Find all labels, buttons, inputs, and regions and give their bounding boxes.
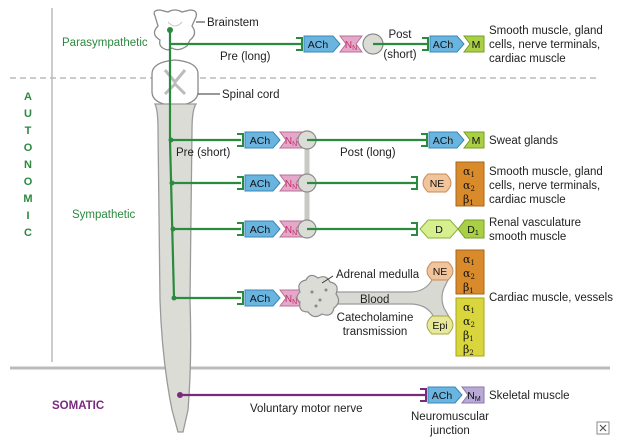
nmj-label-2: junction [429,425,470,437]
post-long-label: Post (long) [340,147,396,159]
svg-text:(short): (short) [383,49,416,61]
muscarinic-receptor-para [463,35,485,53]
svg-text:T: T [25,125,32,137]
muscarinic-receptor-sweat [463,131,485,149]
somatic-label: SOMATIC [52,400,104,412]
svg-text:M: M [23,193,32,205]
brainstem-shape [153,9,198,51]
svg-text:NN: NN [285,294,297,306]
para-target-line2: cells, nerve terminals, [489,39,600,51]
symp-target-line1: Smooth muscle, gland [489,166,603,178]
svg-text:ACh: ACh [433,135,454,147]
svg-text:α1: α1 [463,253,475,267]
svg-text:NN: NN [345,40,357,52]
svg-text:N: N [24,159,32,171]
adrenal-medulla-cell [296,274,340,318]
autonomic-label: A U T O N O M I C [23,91,32,239]
epi-badge [426,315,454,335]
svg-text:β1: β1 [463,329,474,343]
cardiac-vessels-label: Cardiac muscle, vessels [489,292,613,304]
svg-text:β1: β1 [463,193,474,207]
svg-text:Epi: Epi [432,320,447,332]
ach-badge-sweat-target [428,131,465,149]
svg-text:NE: NE [433,266,448,278]
svg-text:ACh: ACh [250,135,271,147]
brainstem-label: Brainstem [207,17,259,29]
svg-text:M: M [472,135,481,147]
svg-text:D: D [435,224,443,236]
svg-text:NN: NN [285,179,297,191]
svg-text:D1: D1 [467,224,479,237]
para-target-line3: cardiac muscle [489,53,566,65]
d1-receptor [457,219,485,239]
ach-badge-renal-ganglion [244,220,281,238]
ach-badge-para-ganglion [303,35,341,53]
blood-label: Blood [360,294,389,306]
nn-receptor-para [339,35,363,53]
catecholamine-label-2: transmission [343,326,408,338]
svg-text:α2: α2 [463,315,475,329]
alpha-beta-receptor-3 [455,297,485,357]
svg-text:α1: α1 [463,301,475,315]
sweat-target-label: Sweat glands [489,135,558,147]
svg-text:ACh: ACh [250,178,271,190]
ach-badge-para-target [429,35,465,53]
pre-short-label: Pre (short) [176,147,230,159]
svg-text:α1: α1 [463,165,475,179]
pre-long-label: Pre (long) [220,51,271,63]
svg-text:NE: NE [430,178,445,190]
svg-text:O: O [24,142,33,154]
alpha-beta-receptor-1 [455,161,485,207]
skeletal-muscle-label: Skeletal muscle [489,390,570,402]
svg-text:C: C [24,227,32,239]
svg-text:α2: α2 [463,179,475,193]
svg-text:ACh: ACh [250,224,271,236]
blood-vessel [329,265,453,329]
parasympathetic-label: Parasympathetic [62,37,148,49]
svg-text:β2: β2 [463,343,474,357]
catecholamine-label-1: Catecholamine [337,312,414,324]
svg-text:A: A [24,91,32,103]
svg-text:β1: β1 [463,281,474,295]
symp-target-line3: cardiac muscle [489,194,566,206]
fx-logo-icon [596,421,610,435]
nm-receptor [461,386,485,404]
svg-text:I: I [26,210,29,222]
svg-text:ACh: ACh [308,39,329,51]
spinal-cord-label: Spinal cord [222,89,280,101]
svg-text:M: M [472,39,481,51]
ach-badge-adrenal [244,289,281,307]
svg-text:NM: NM [467,390,481,403]
svg-text:ACh: ACh [433,39,454,51]
post-short-label: Post [388,29,412,41]
svg-text:NN: NN [285,136,297,148]
sympathetic-label: Sympathetic [72,209,136,221]
alpha-beta-receptor-2 [455,249,485,295]
ne-badge-adrenal [426,261,454,281]
ach-badge-sweat-ganglion [244,131,281,149]
voluntary-motor-nerve-label: Voluntary motor nerve [250,403,363,415]
svg-text:NN: NN [285,225,297,237]
renal-target-line2: smooth muscle [489,231,566,243]
renal-target-line1: Renal vasculature [489,217,581,229]
nmj-label-1: Neuromuscular [411,411,489,423]
ach-badge-somatic [427,386,463,404]
svg-text:ACh: ACh [250,293,271,305]
symp-target-line2: cells, nerve terminals, [489,180,600,192]
ne-badge-adrenergic [422,173,452,193]
adrenal-medulla-label: Adrenal medulla [336,269,420,281]
svg-text:U: U [24,108,32,120]
svg-text:O: O [24,176,33,188]
para-target-line1: Smooth muscle, gland [489,25,603,37]
spinal-cord-body [153,103,198,433]
svg-text:α2: α2 [463,267,475,281]
svg-text:ACh: ACh [432,390,453,402]
ach-badge-adrenergic-ganglion [244,174,281,192]
